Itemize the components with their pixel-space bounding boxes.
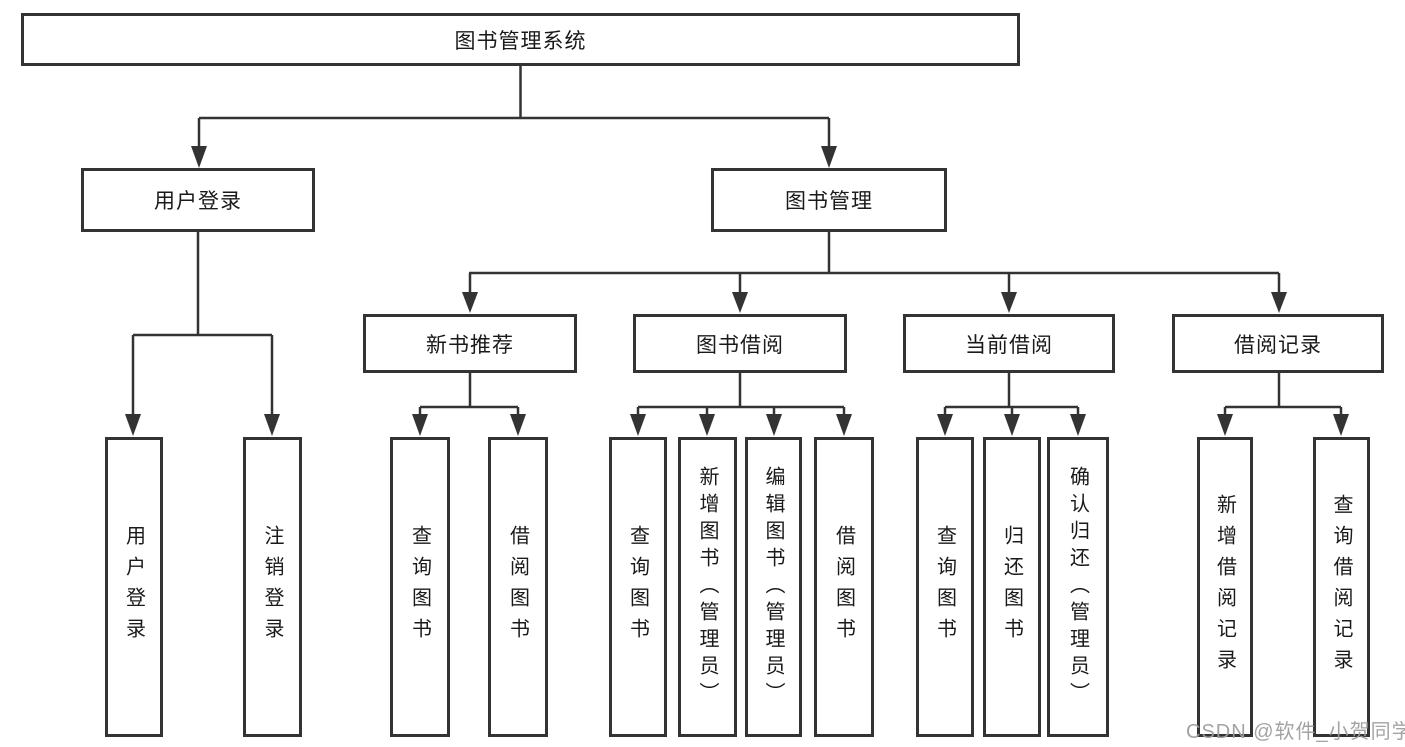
leaf-logout: 注销登录 xyxy=(243,437,302,737)
leaf-borrow-query-book-label: 查询图书 xyxy=(626,525,649,649)
leaf-borrow-book: 借阅图书 xyxy=(814,437,874,737)
leaf-user-login: 用户登录 xyxy=(105,437,163,737)
leaf-confirm-return-admin-label: 确认归还（管理员） xyxy=(1066,465,1089,709)
leaf-user-login-label: 用户登录 xyxy=(122,525,145,649)
leaf-edit-book-admin-label: 编辑图书（管理员） xyxy=(762,465,784,709)
leaf-confirm-return-admin: 确认归还（管理员） xyxy=(1047,437,1109,737)
leaf-borrow-book-label: 借阅图书 xyxy=(832,525,855,649)
leaf-rec-query-book: 查询图书 xyxy=(390,437,450,737)
leaf-rec-borrow-book-label: 借阅图书 xyxy=(506,525,529,649)
leaf-query-borrow-record: 查询借阅记录 xyxy=(1313,437,1370,737)
node-book-management-branch: 图书管理 xyxy=(711,168,947,232)
leaf-query-borrow-record-label: 查询借阅记录 xyxy=(1330,494,1352,680)
leaf-add-borrow-record-label: 新增借阅记录 xyxy=(1213,494,1236,680)
leaf-borrow-query-book: 查询图书 xyxy=(609,437,667,737)
leaf-add-book-admin: 新增图书（管理员） xyxy=(678,437,737,737)
leaf-edit-book-admin: 编辑图书（管理员） xyxy=(745,437,802,737)
node-root-system: 图书管理系统 xyxy=(21,13,1020,66)
leaf-add-borrow-record: 新增借阅记录 xyxy=(1197,437,1253,737)
csdn-watermark: CSDN @软件_小贺同学 xyxy=(1186,721,1405,743)
node-current-borrowing: 当前借阅 xyxy=(903,314,1115,373)
arrowheads xyxy=(125,146,1349,436)
leaf-rec-query-book-label: 查询图书 xyxy=(408,525,431,649)
leaf-rec-borrow-book: 借阅图书 xyxy=(488,437,548,737)
leaf-current-query-book-label: 查询图书 xyxy=(933,525,956,649)
leaf-logout-label: 注销登录 xyxy=(261,525,283,649)
node-new-book-recommend: 新书推荐 xyxy=(363,314,577,373)
node-user-login-branch: 用户登录 xyxy=(81,168,315,232)
node-borrowing-records: 借阅记录 xyxy=(1172,314,1384,373)
leaf-current-query-book: 查询图书 xyxy=(916,437,974,737)
leaf-return-book-label: 归还图书 xyxy=(1000,525,1023,649)
node-book-borrowing: 图书借阅 xyxy=(633,314,847,373)
leaf-add-book-admin-label: 新增图书（管理员） xyxy=(696,465,718,709)
leaf-return-book: 归还图书 xyxy=(983,437,1041,737)
